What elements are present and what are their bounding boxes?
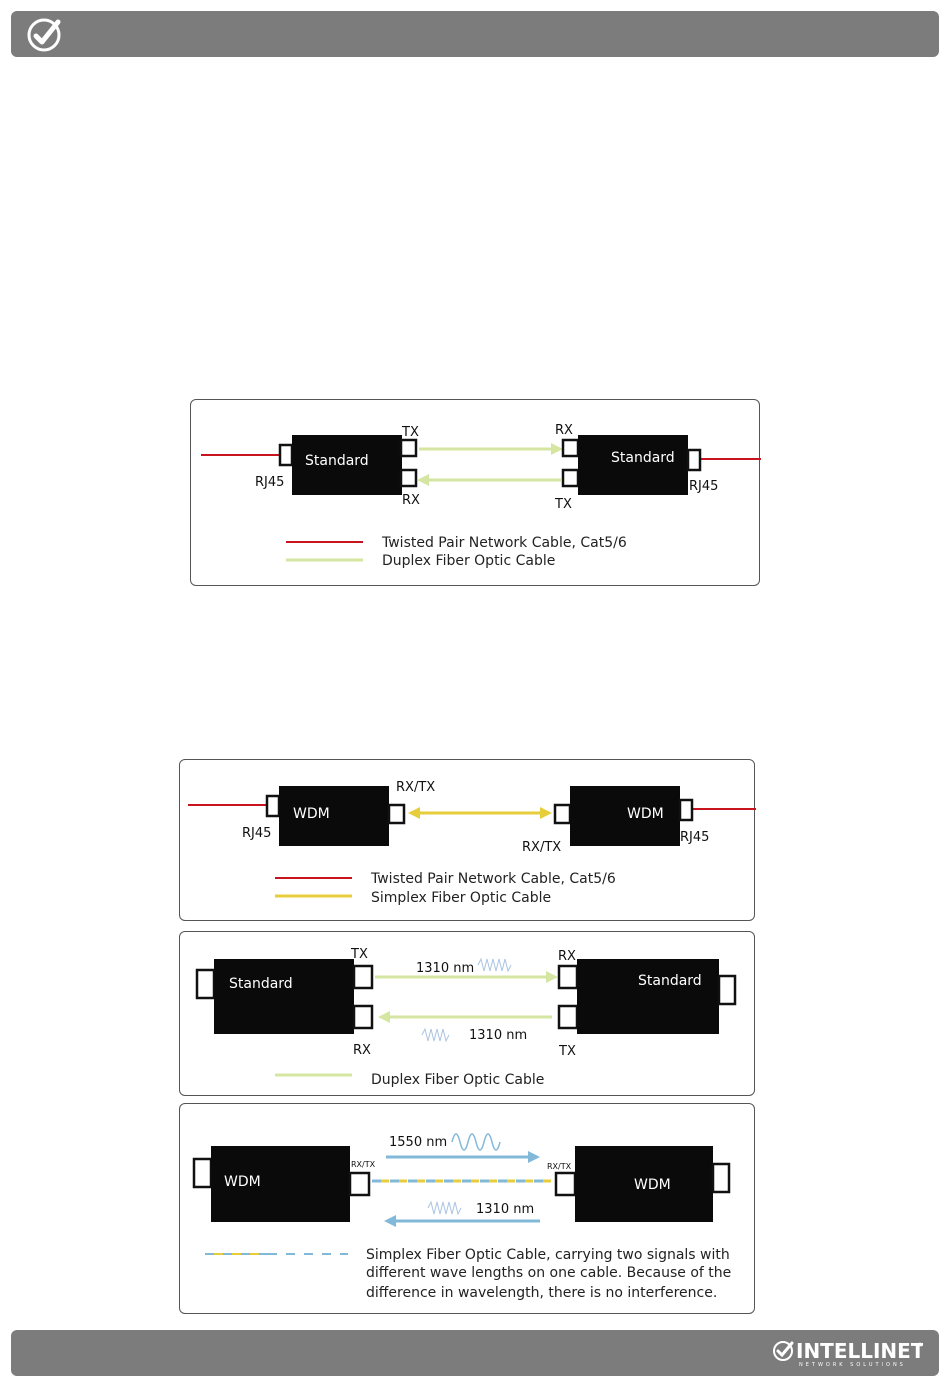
rx-port-left bbox=[352, 1004, 374, 1030]
wdm-device-left bbox=[211, 1146, 350, 1222]
wdm-diagram: WDM RX/TX RJ45 WDM RX/TX RJ45 Twisted Pa… bbox=[188, 780, 756, 906]
legend-text-line-3: difference in wavelength, there is no in… bbox=[366, 1285, 717, 1301]
rj45-port-right bbox=[678, 798, 694, 822]
arrow-right-icon bbox=[528, 1151, 540, 1163]
device-label-left: WDM bbox=[293, 806, 330, 822]
rj45-label-left: RJ45 bbox=[242, 826, 271, 841]
device-label-left: WDM bbox=[224, 1174, 261, 1190]
intellinet-logo: INTELLINET ® NETWORK SOLUTIONS bbox=[773, 1339, 923, 1368]
standard-device-left bbox=[292, 435, 402, 495]
wdm-device-right bbox=[575, 1146, 713, 1222]
wdm-wavelength-diagram: WDM RX/TX 1550 nm 1310 nm RX/TX WDM Simp… bbox=[192, 1133, 731, 1301]
rj45-label-left: RJ45 bbox=[255, 475, 284, 490]
device-label-right: Standard bbox=[638, 973, 702, 989]
rx-label-right: RX bbox=[558, 949, 576, 964]
wave-icon-bottom bbox=[421, 1027, 450, 1043]
device-label-left: Standard bbox=[229, 976, 293, 992]
device-label-right: WDM bbox=[627, 806, 664, 822]
legend-text-line-1: Simplex Fiber Optic Cable, carrying two … bbox=[366, 1247, 730, 1263]
tx-label-right: TX bbox=[554, 497, 572, 512]
standard-device-right bbox=[578, 435, 688, 495]
rx-port-left bbox=[399, 468, 418, 488]
port-left-edge bbox=[195, 968, 216, 1000]
rxtx-label-left: RX/TX bbox=[396, 780, 435, 795]
legend-text-line-2: different wave lengths on one cable. Bec… bbox=[366, 1265, 731, 1281]
standard-device-left bbox=[214, 959, 354, 1034]
footer-bar: INTELLINET ® NETWORK SOLUTIONS bbox=[11, 1330, 939, 1376]
standard-device-right bbox=[577, 959, 719, 1034]
port-right-edge bbox=[717, 974, 737, 1006]
arrow-right-icon bbox=[540, 807, 552, 819]
tx-label-left: TX bbox=[401, 425, 419, 440]
rj45-port-right bbox=[686, 448, 702, 472]
wdm-device-left bbox=[279, 786, 389, 846]
tx-port-left bbox=[399, 438, 418, 458]
device-label-right: Standard bbox=[611, 450, 675, 466]
wavelength-label-top: 1550 nm bbox=[389, 1135, 447, 1150]
wave-icon-top bbox=[477, 957, 512, 973]
duplex-wavelength-diagram: Standard TX RX 1310 nm 1310 nm Standard … bbox=[195, 947, 737, 1088]
wdm-diagram-panel: WDM RX/TX RJ45 WDM RX/TX RJ45 Twisted Pa… bbox=[179, 759, 756, 921]
rj45-port-left bbox=[278, 443, 294, 467]
checkmark-circle-icon bbox=[27, 18, 61, 52]
wave-icon-1310 bbox=[427, 1200, 462, 1216]
arrow-left-icon bbox=[417, 474, 429, 486]
rx-port-right bbox=[561, 438, 580, 458]
arrow-left-icon bbox=[384, 1215, 396, 1227]
rxtx-port-left bbox=[387, 803, 406, 825]
arrow-right-icon bbox=[551, 443, 563, 455]
rx-port-right bbox=[557, 964, 579, 990]
legend-text-duplex-fiber: Duplex Fiber Optic Cable bbox=[371, 1072, 544, 1088]
rj45-label-right: RJ45 bbox=[689, 479, 718, 494]
legend-text-twisted-pair: Twisted Pair Network Cable, Cat5/6 bbox=[370, 871, 616, 887]
duplex-wavelength-panel: Standard TX RX 1310 nm 1310 nm Standard … bbox=[179, 931, 755, 1096]
rx-label-right: RX bbox=[555, 423, 573, 438]
tx-label-left: TX bbox=[350, 947, 368, 962]
rj45-port-left bbox=[265, 794, 281, 818]
rj45-label-right: RJ45 bbox=[680, 830, 709, 845]
wavelength-label-top: 1310 nm bbox=[416, 961, 474, 976]
arrow-left-icon bbox=[408, 807, 420, 819]
tx-port-right bbox=[557, 1004, 579, 1030]
brand-name: INTELLINET bbox=[796, 1339, 923, 1363]
header-bar bbox=[11, 11, 939, 57]
brand-tagline: NETWORK SOLUTIONS bbox=[799, 1362, 906, 1368]
rxtx-label-right: RX/TX bbox=[547, 1162, 572, 1171]
wavelength-label-bottom: 1310 nm bbox=[476, 1202, 534, 1217]
tx-port-right bbox=[561, 468, 580, 488]
wdm-device-right bbox=[570, 786, 680, 846]
duplex-diagram: Standard TX RX RJ45 Standard RX TX RJ45 … bbox=[201, 423, 761, 569]
tx-label-right: TX bbox=[558, 1044, 576, 1059]
port-left-edge bbox=[192, 1157, 213, 1189]
arrow-right-icon bbox=[546, 971, 558, 983]
rx-label-left: RX bbox=[402, 493, 420, 508]
registered-mark: ® bbox=[917, 1342, 923, 1349]
rxtx-port-left bbox=[348, 1171, 371, 1197]
rxtx-label-left: RX/TX bbox=[351, 1160, 376, 1169]
device-label-left: Standard bbox=[305, 453, 369, 469]
legend-text-simplex-fiber: Simplex Fiber Optic Cable bbox=[371, 890, 551, 906]
wave-icon-1550 bbox=[451, 1133, 501, 1151]
rxtx-port-right bbox=[554, 1171, 577, 1197]
rxtx-label-right: RX/TX bbox=[522, 840, 561, 855]
rxtx-port-right bbox=[553, 803, 572, 825]
port-right-edge bbox=[711, 1162, 731, 1194]
rx-label-left: RX bbox=[353, 1043, 371, 1058]
duplex-diagram-panel: Standard TX RX RJ45 Standard RX TX RJ45 … bbox=[190, 399, 761, 586]
legend-text-twisted-pair: Twisted Pair Network Cable, Cat5/6 bbox=[381, 535, 627, 551]
legend-text-duplex-fiber: Duplex Fiber Optic Cable bbox=[382, 553, 555, 569]
arrow-left-icon bbox=[378, 1011, 390, 1023]
tx-port-left bbox=[352, 964, 374, 990]
device-label-right: WDM bbox=[634, 1177, 671, 1193]
wdm-wavelength-panel: WDM RX/TX 1550 nm 1310 nm RX/TX WDM Simp… bbox=[179, 1103, 755, 1314]
wavelength-label-bottom: 1310 nm bbox=[469, 1028, 527, 1043]
